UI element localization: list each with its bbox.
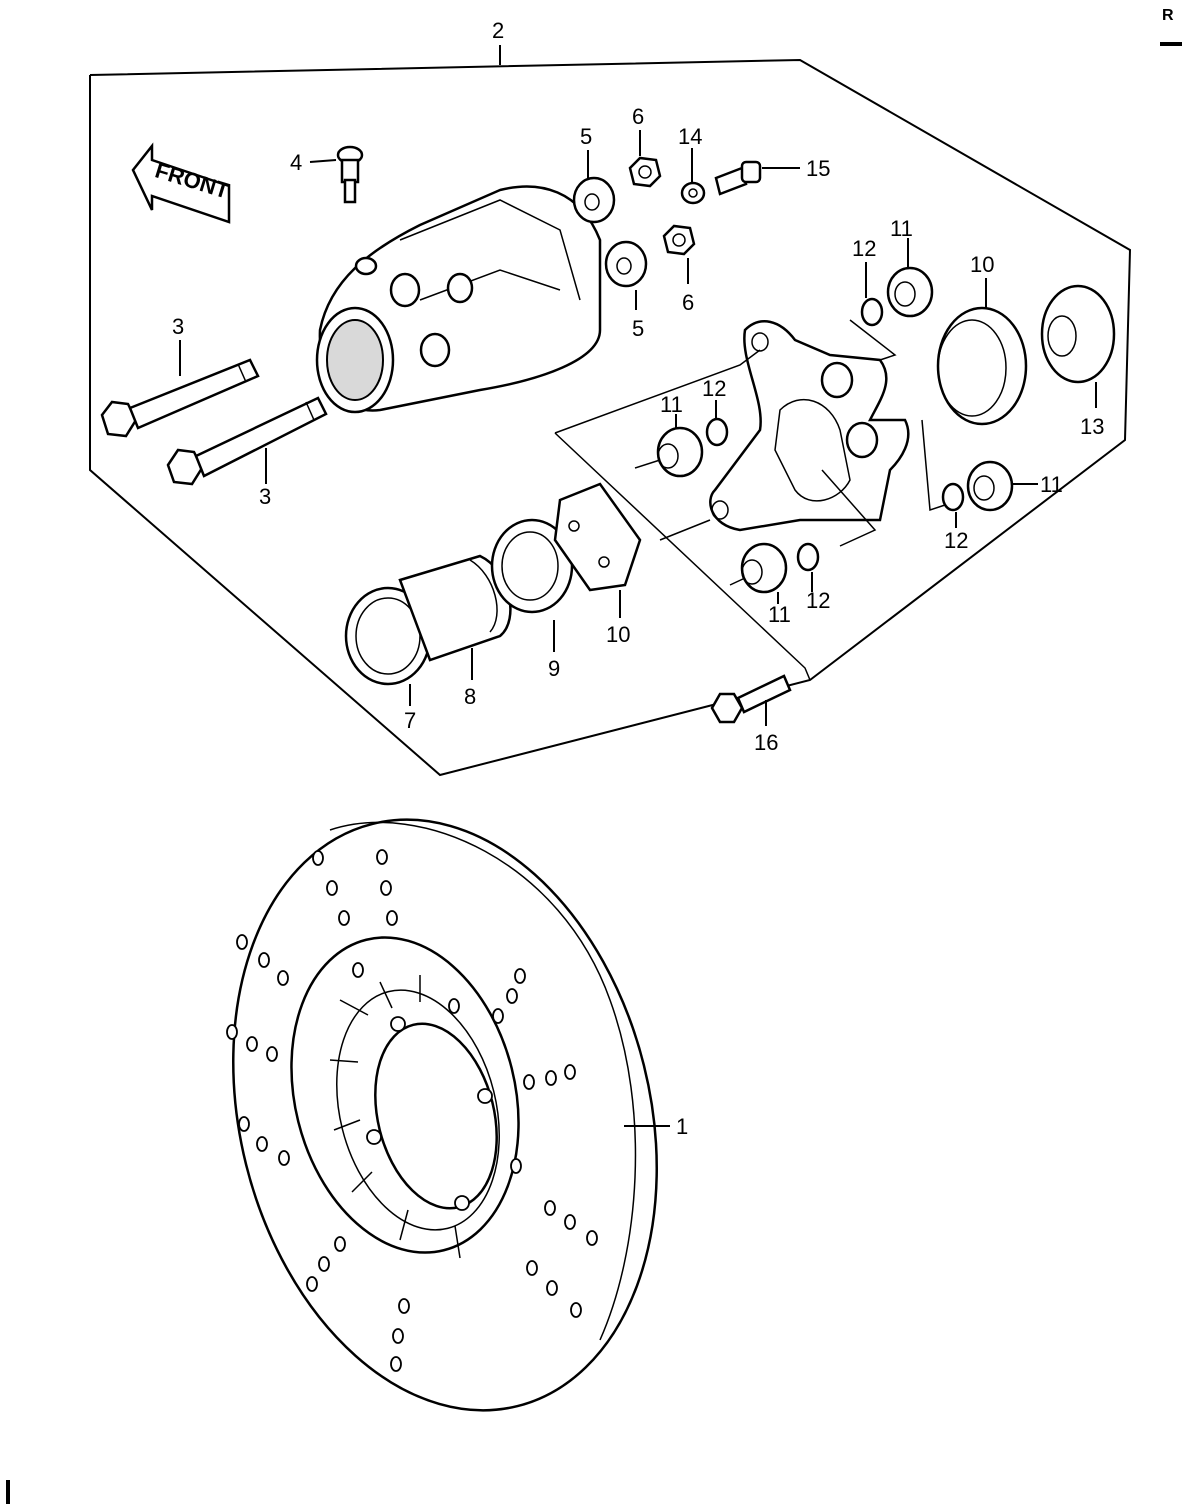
callout-12-top: 12 [852,236,876,261]
bushing-11-right [966,460,1014,512]
callout-3-lower: 3 [259,484,271,509]
callout-12-right: 12 [944,528,968,553]
caliper-bolt-upper [100,358,260,438]
caliper-body [315,185,602,414]
callout-11-right: 11 [1040,472,1063,497]
caliper-assembly-box [89,45,1132,777]
nut-upper [628,156,662,188]
callout-11-bottom: 11 [768,602,791,627]
bushing-11-mid [634,426,704,478]
callout-13: 13 [1080,414,1104,439]
callout-2: 2 [492,18,504,43]
callout-6-upper: 6 [632,104,644,129]
callout-7: 7 [404,708,416,733]
corner-bar [1160,42,1182,46]
caliper-bolt-lower [166,396,328,486]
drill-holes [226,849,598,1372]
oring-12-bottom [796,542,820,572]
oring-12-top [860,297,884,327]
callout-8: 8 [464,684,476,709]
bracket-bolt-16 [710,674,792,724]
callout-11-top: 11 [890,216,913,241]
pad-cover-10-top [936,306,1028,426]
guide-line-b [554,432,811,681]
brake-disc [226,818,658,1412]
callout-10-cover: 10 [970,252,994,277]
callout-9: 9 [548,656,560,681]
oring-12-mid [705,417,729,447]
bleeder-valve [309,145,364,204]
guide-line-f [659,519,711,541]
caliper-bracket [709,320,910,532]
washer-upper [572,176,616,224]
guide-line-d [821,469,877,547]
bushing-11-bottom [729,542,788,594]
guide-line-a [554,349,761,434]
callout-11-mid: 11 [660,392,683,417]
callout-15: 15 [806,156,830,181]
brake-pad-10 [553,482,642,592]
nut-lower [662,224,696,256]
callout-5-upper: 5 [580,124,592,149]
callout-10-pad: 10 [606,622,630,647]
cap-13 [1040,284,1116,384]
callout-14: 14 [678,124,702,149]
callout-5-lower: 5 [632,316,644,341]
callout-6-lower: 6 [682,290,694,315]
callout-1: 1 [676,1114,688,1139]
guide-line-c [849,319,897,361]
washer-lower [604,240,648,288]
callout-4: 4 [290,150,302,175]
small-bolt [714,160,762,196]
lock-washer [680,181,706,205]
margin-mark [6,1480,10,1504]
callout-16: 16 [754,730,778,755]
callout-12-mid: 12 [702,376,726,401]
corner-mark: R [1162,7,1174,24]
bushing-11-top [886,266,934,318]
oring-12-right [941,482,965,512]
front-arrow: FRONT [131,142,233,224]
guide-line-e [921,419,946,512]
callout-3-upper: 3 [172,314,184,339]
callout-12-bottom: 12 [806,588,830,613]
